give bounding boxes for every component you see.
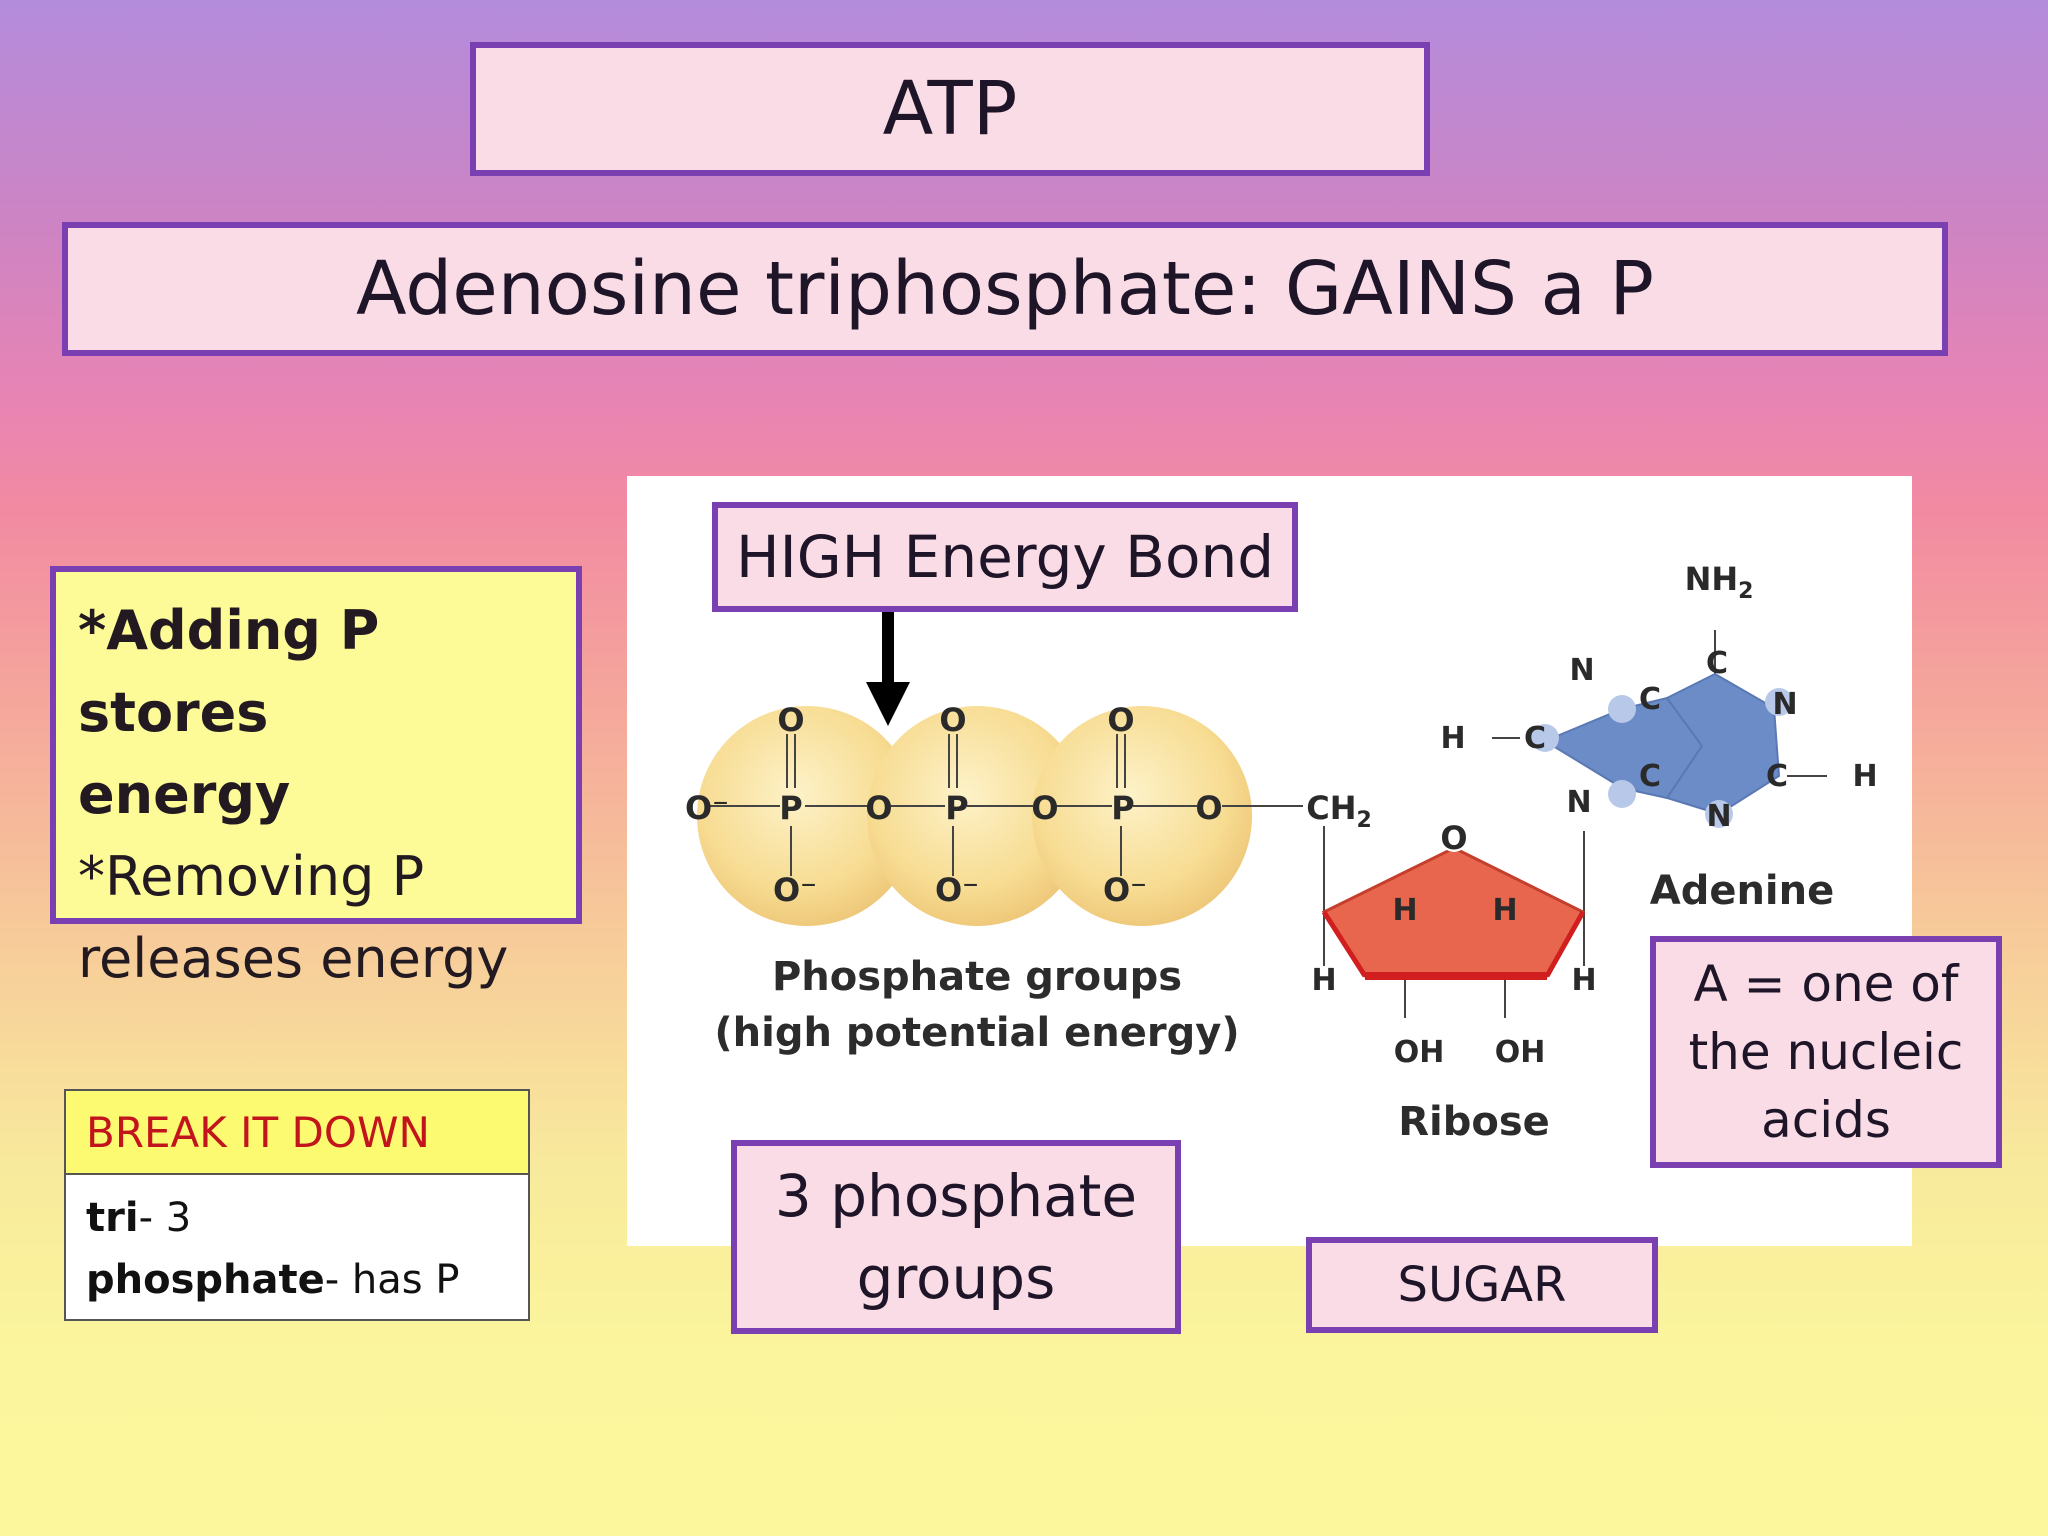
phosphate-sphere-1 [697,706,917,926]
high-energy-bond-arrow-icon [866,610,910,726]
nucleic-line-1: A = one of [1693,955,1959,1013]
phosphate-caption-line-1: Phosphate groups [772,954,1182,1000]
atom-o-1: O [777,701,804,739]
atom-n-1: N [1772,687,1797,722]
note-line-2: energy [78,763,291,826]
subtitle-box: Adenosine triphosphate: GAINS a P [62,222,1948,356]
breakdown-def: - 3 [138,1195,192,1241]
atom-p-2: P [945,789,968,827]
atom-h-ribose-2: H [1492,893,1517,928]
atom-oh-2: OH [1495,1035,1546,1070]
atom-o-minus-3: O⁻ [1103,871,1147,909]
atp-structure-svg: O O O O⁻ P O P O P O O⁻ O⁻ O⁻ CH2 O H H … [685,560,1878,1145]
atom-o-bridge-1: O [865,789,892,827]
high-energy-bond-label: HIGH Energy Bond [735,523,1275,591]
atom-c-5: C [1639,682,1661,717]
atom-o-minus-end: O⁻ [685,789,729,827]
sugar-callout: SUGAR [1306,1237,1658,1333]
atom-o-2: O [939,701,966,739]
atom-o-3: O [1107,701,1134,739]
notes-box: *Adding P stores energy *Removing P rele… [50,566,582,990]
page-title: ATP [882,66,1018,152]
atom-oh-1: OH [1394,1035,1445,1070]
phosphate-groups-callout: 3 phosphate groups [731,1140,1181,1334]
atom-p-3: P [1111,789,1134,827]
note-line-3: *Removing P [78,845,425,908]
atom-o-minus-2: O⁻ [935,871,979,909]
title-box: ATP [470,42,1430,176]
atom-h-2: H [1852,759,1877,794]
atom-c-top: C [1706,646,1728,681]
note-line-1: *Adding P stores [78,599,380,744]
sugar-label: SUGAR [1397,1257,1567,1313]
adenine-label: Adenine [1650,868,1835,914]
atom-h-ribose-4: H [1571,963,1596,998]
atom-n-3: N [1706,799,1731,834]
atom-c-2: C [1766,759,1788,794]
atom-c-4: C [1639,759,1661,794]
phosphate-sphere-3 [1032,706,1252,926]
ribose-ring [1321,846,1586,978]
atom-h-ribose-1: H [1392,893,1417,928]
atom-o-bridge-2: O [1031,789,1058,827]
atom-nh2: NH2 [1685,560,1754,604]
atom-o-bridge-3: O [1195,789,1222,827]
atom-n-7: N [1569,653,1594,688]
atom-o-ribose: O [1440,819,1467,857]
high-energy-bond-callout: HIGH Energy Bond [712,502,1298,612]
atom-c-8: C [1524,721,1546,756]
breakdown-term: phosphate [86,1257,325,1303]
breakdown-table: BREAK IT DOWN tri- 3 phosphate- has P [64,1089,530,1321]
adenine-pyrimidine-ring [1665,672,1781,816]
breakdown-row: phosphate- has P [86,1249,528,1311]
nucleic-acid-callout: A = one of the nucleic acids [1650,936,2002,1168]
atom-o-minus-1: O⁻ [773,871,817,909]
atom-h-8: H [1440,721,1465,756]
breakdown-body: tri- 3 phosphate- has P [66,1175,528,1311]
breakdown-def: - has P [324,1257,460,1303]
page-subtitle: Adenosine triphosphate: GAINS a P [355,246,1655,332]
breakdown-header-label: BREAK IT DOWN [86,1107,430,1157]
phosphate-sphere-2 [867,706,1087,926]
atom-p-1: P [779,789,802,827]
phosphate-groups-line-1: 3 phosphate [774,1162,1138,1230]
phosphate-caption-line-2: (high potential energy) [714,1010,1239,1056]
nucleic-line-2: the nucleic [1688,1023,1964,1081]
atom-ch2: CH2 [1306,789,1372,833]
ribose-label: Ribose [1398,1099,1550,1145]
phosphate-groups-line-2: groups [856,1244,1056,1312]
breakdown-header: BREAK IT DOWN [66,1091,528,1175]
nucleic-line-3: acids [1761,1091,1891,1149]
breakdown-row: tri- 3 [86,1187,528,1249]
atom-n-9: N [1566,785,1591,820]
note-line-4: releases energy [78,927,509,990]
atom-h-ribose-3: H [1311,963,1336,998]
breakdown-term: tri [86,1195,139,1241]
